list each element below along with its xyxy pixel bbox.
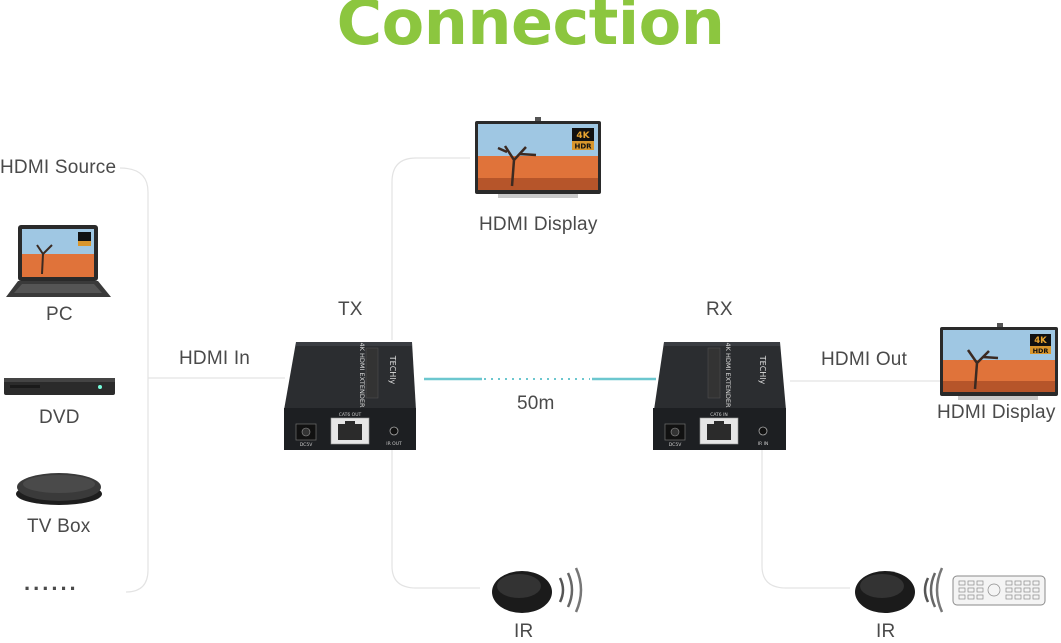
ir-receiver-left-icon [492,567,583,613]
tx-port-label: CAT6 OUT [339,412,362,418]
tv-box-label: TV Box [27,516,91,537]
more-sources-ellipsis: ...... [24,570,79,595]
ir-left-label: IR [514,621,534,642]
rx-model-text: 4K HDMI EXTENDER [724,343,732,408]
top-display-icon: 4K HDR [475,117,601,198]
tx-model-text: 4K HDMI EXTENDER [358,343,366,408]
rx-label: RX [706,299,733,320]
hdmi-out-label: HDMI Out [821,349,908,370]
dvd-label: DVD [39,407,80,428]
tv-box-icon [16,473,102,505]
top-display-label: HDMI Display [479,214,598,235]
rx-port-label: CAT6 IN [710,412,728,418]
tx-ir-line [391,440,480,589]
top-display-badge2: HDR [574,143,592,151]
right-display-badge2: HDR [1033,347,1049,355]
tx-display-line [391,157,470,340]
ir-receiver-right-icon [855,567,944,613]
remote-control-icon [952,575,1046,606]
connector-lines [119,157,940,593]
svg-text:TECHly: TECHly [388,355,397,385]
rx-power-label: DC5V [669,442,682,448]
right-display-label: HDMI Display [937,402,1056,423]
top-display-badge: 4K [576,131,590,141]
distance-label: 50m [517,393,555,414]
page-title: Connection [336,0,725,59]
tx-label: TX [338,299,363,320]
dvd-player-icon [4,378,115,395]
hdmi-source-label: HDMI Source [0,157,117,178]
source-bracket [119,167,149,593]
hdmi-in-label: HDMI In [179,348,251,369]
right-display-badge: 4K [1034,336,1047,346]
rx-ir-line [761,440,850,589]
rx-ir-in-label: IR IN [758,441,769,447]
svg-text:TECHly: TECHly [758,355,767,385]
ir-right-label: IR [876,621,896,642]
laptop-icon [6,225,111,297]
tx-device: 4K HDMI EXTENDER TECHly DC5V CAT6 OUT IR… [284,342,416,450]
tx-ir-out-label: IR OUT [386,441,402,447]
rx-device: 4K HDMI EXTENDER TECHly DC5V CAT6 IN IR … [653,342,786,450]
pc-label: PC [46,304,73,325]
right-display-icon: 4K HDR [940,323,1058,400]
tx-power-label: DC5V [300,442,313,448]
